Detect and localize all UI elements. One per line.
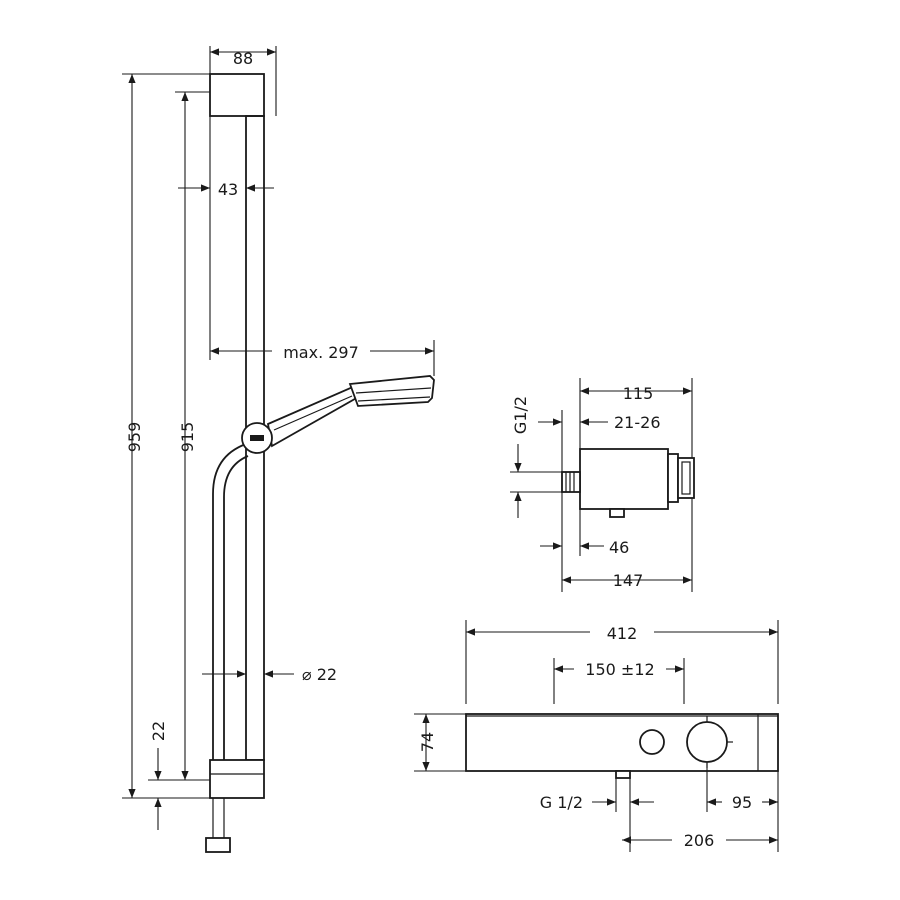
thermostat-flow-button — [639, 729, 665, 755]
dim-bottom-offset: 22 — [149, 721, 168, 741]
dim-rail-width: 43 — [218, 180, 238, 199]
dim-hose-diameter: ⌀ 22 — [302, 665, 337, 684]
bottom-wall-bracket — [209, 759, 265, 799]
dim-valve-wall-offset: 21-26 — [614, 413, 661, 432]
dim-valve-center: 46 — [609, 538, 629, 557]
valve-body — [579, 448, 669, 510]
thermostat-front-view — [465, 713, 779, 779]
valve-bottom-nub — [609, 508, 625, 518]
top-wall-bracket — [209, 73, 265, 117]
dim-thermostat-width: 412 — [607, 624, 638, 643]
dim-valve-total-depth: 147 — [613, 571, 644, 590]
dim-total-height: 959 — [125, 422, 144, 453]
handshower-handle — [266, 384, 362, 448]
valve-side-view — [561, 448, 695, 518]
valve-dimensions: 115 21-26 G1/2 46 147 — [510, 378, 693, 592]
dim-valve-thread: G1/2 — [511, 396, 530, 434]
valve-inlet-thread — [561, 471, 581, 493]
shower-hose — [212, 443, 247, 760]
hose-connector — [205, 837, 231, 853]
shower-rail-assembly — [205, 73, 435, 853]
dim-outlet-to-edge: 206 — [684, 831, 715, 850]
dim-valve-depth: 115 — [623, 384, 654, 403]
thermostat-dimensions: 412 150 ±12 74 G 1/2 95 206 — [414, 620, 779, 852]
rail-dimensions: 88 959 915 43 max. 297 22 ⌀ 22 — [122, 46, 435, 830]
dim-knob-offset: 95 — [732, 793, 752, 812]
valve-outlet-cap — [667, 453, 679, 503]
dim-inlet-spacing: 150 ±12 — [585, 660, 654, 679]
thermostat-outlet — [615, 770, 631, 779]
dim-outlet-thread: G 1/2 — [540, 793, 583, 812]
dim-rail-height: 915 — [178, 422, 197, 453]
dim-width-top: 88 — [233, 49, 253, 68]
dim-thermostat-height: 74 — [418, 732, 437, 752]
thermostat-temperature-knob — [686, 721, 728, 763]
dim-arm-reach: max. 297 — [283, 343, 359, 362]
